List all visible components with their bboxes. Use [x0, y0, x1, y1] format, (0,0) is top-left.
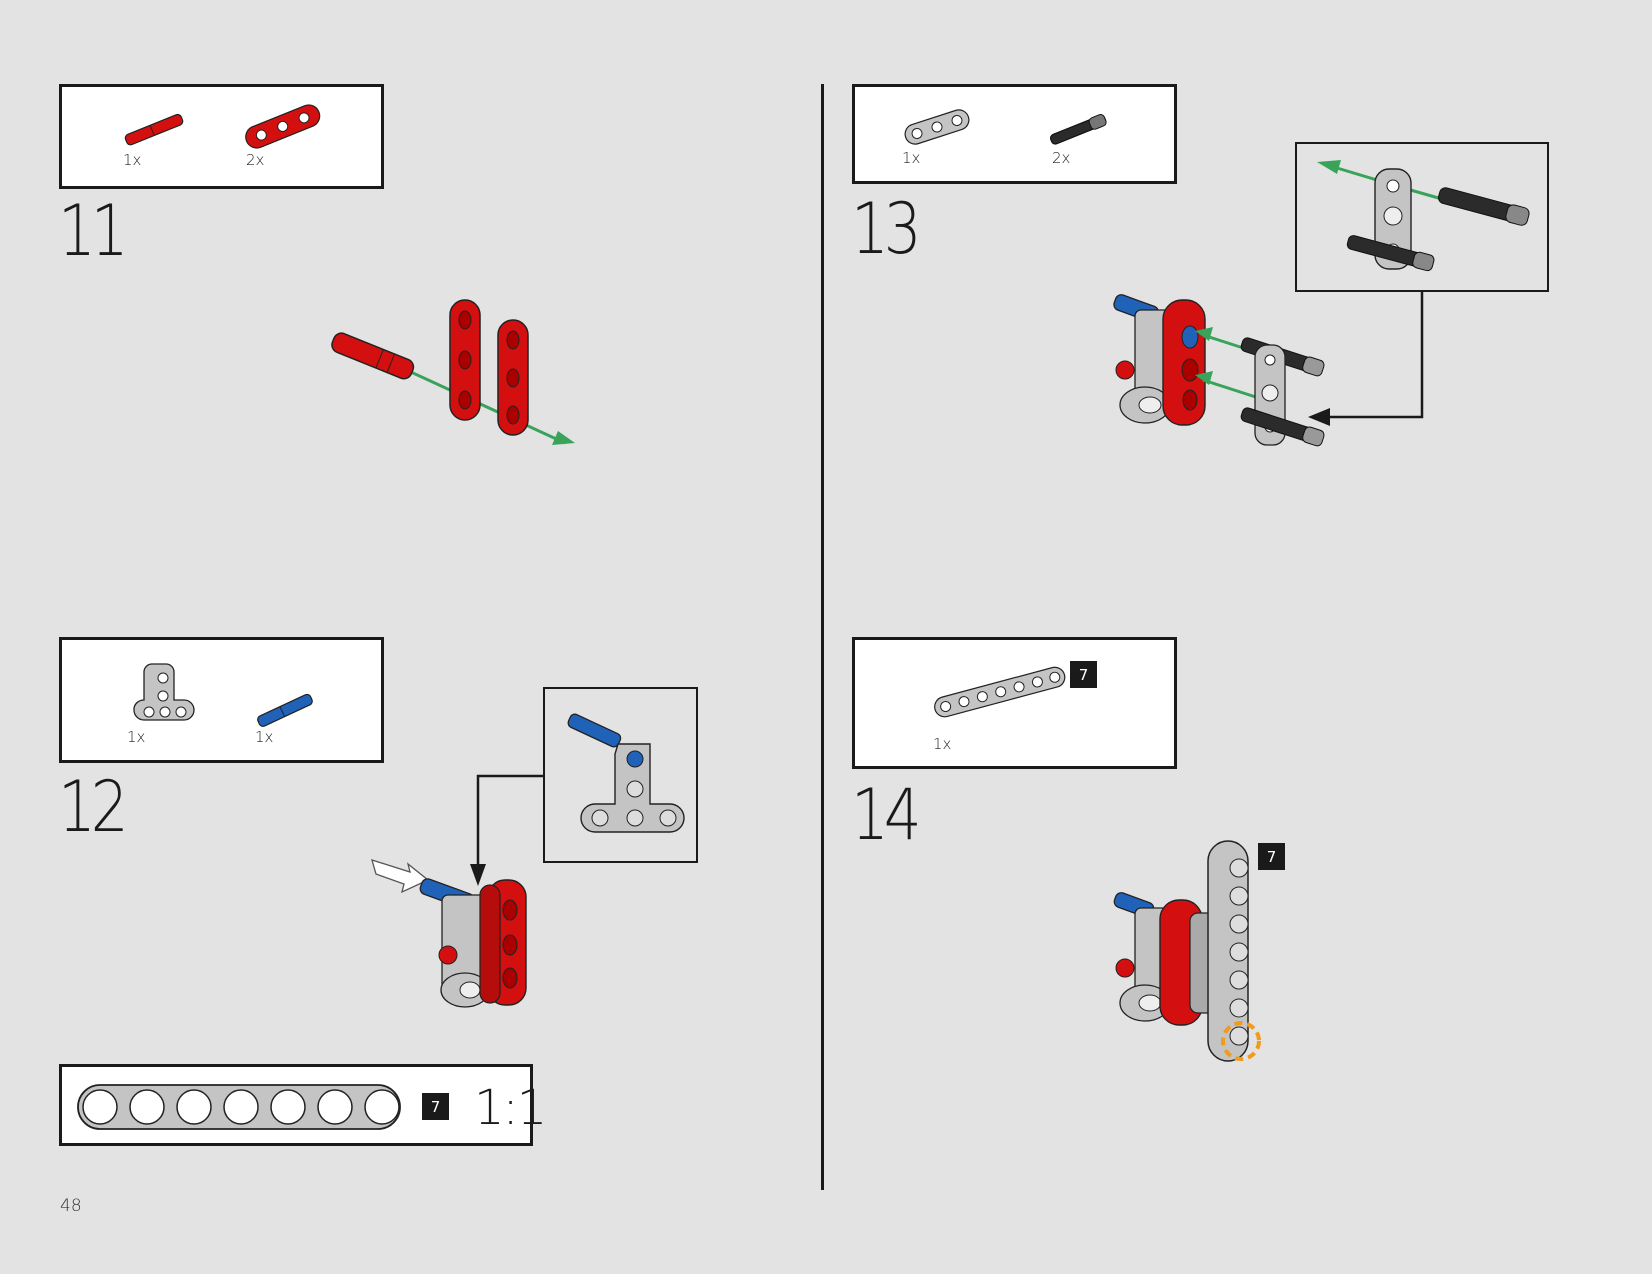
- qty-label: 1x: [127, 728, 146, 746]
- step-13-illustration: [1113, 294, 1325, 447]
- parts-list-step-14: 7 1x: [852, 637, 1177, 769]
- red-beam-3-icon: [245, 104, 321, 149]
- red-axle-pin-icon: [124, 113, 184, 146]
- blue-axle-pin-icon: [257, 693, 313, 727]
- step-14-illustration: [1113, 840, 1261, 1062]
- length-badge: 7: [422, 1093, 449, 1120]
- scale-label: 1:1: [474, 1080, 547, 1136]
- gray-t-beam-icon: [133, 663, 195, 721]
- qty-label: 1x: [123, 151, 142, 169]
- callout-connector-arrow: [470, 774, 543, 886]
- qty-label: 1x: [902, 149, 921, 167]
- parts-list-step-11: 1x 2x: [59, 84, 384, 189]
- t-beam-with-pin-illustration: [567, 713, 685, 833]
- qty-label: 2x: [246, 151, 265, 169]
- black-axle-pin-icon: [1049, 114, 1107, 145]
- gray-beam-7-icon: [934, 666, 1066, 718]
- length-badge: 7: [1258, 843, 1285, 870]
- scale-ruler-box: 7 1:1: [59, 1064, 547, 1146]
- qty-label: 1x: [933, 735, 952, 753]
- gray-connector-icon: [904, 109, 970, 145]
- step-13-callout: [1295, 142, 1549, 292]
- parts-list-step-13: 1x 2x: [852, 84, 1177, 184]
- parts-list-step-12: 1x 1x: [59, 637, 384, 763]
- step-11-illustration: [331, 299, 575, 445]
- page-divider: [821, 84, 824, 1190]
- step-12-callout: [543, 687, 698, 863]
- step-12-illustration: [371, 859, 527, 1008]
- qty-label: 1x: [255, 728, 274, 746]
- step-number: 14: [851, 774, 922, 856]
- step-number: 11: [58, 190, 129, 272]
- connector-with-pins-illustration: [1317, 160, 1530, 272]
- beam-7-scale-illustration: [77, 1084, 401, 1130]
- page-number: 48: [60, 1196, 82, 1216]
- length-badge: 7: [1070, 661, 1097, 688]
- qty-label: 2x: [1052, 149, 1071, 167]
- step-number: 12: [58, 766, 129, 848]
- step-number: 13: [851, 188, 922, 270]
- callout-connector-arrow: [1308, 292, 1424, 426]
